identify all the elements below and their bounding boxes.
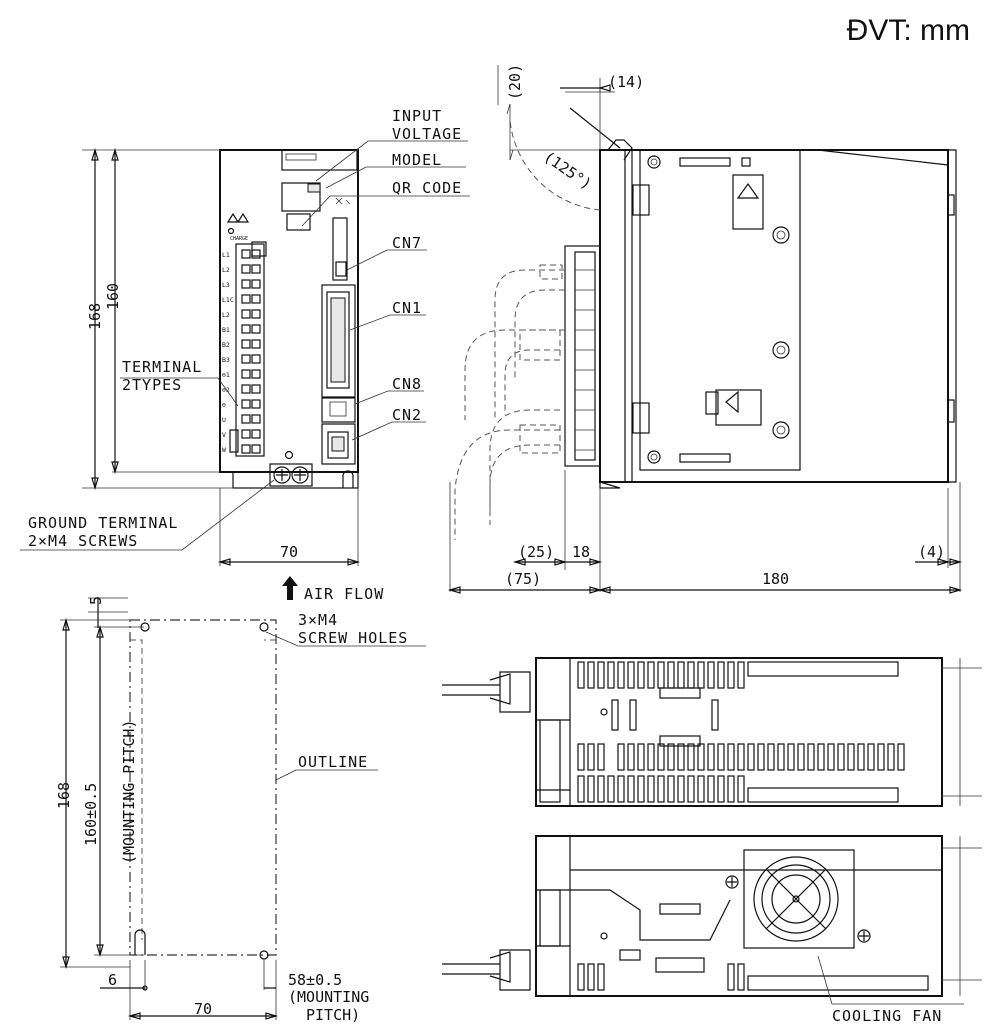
mount-dim-58: 58±0.5 [288, 971, 342, 989]
mount-dim-58-note-line2: PITCH) [306, 1006, 360, 1024]
mounting-outline [129, 619, 277, 956]
side-housing [599, 149, 949, 483]
nameplate [281, 149, 358, 171]
screw-holes [140, 622, 269, 991]
cn2-port [321, 423, 356, 465]
side-dim-25: (25) [518, 543, 554, 561]
mount-dim-6: 6 [108, 971, 117, 989]
mount-dim-58-note-line1: (MOUNTING [288, 988, 369, 1006]
top-view [442, 657, 982, 807]
label-screw-holes-line1: 3×M4 [298, 611, 338, 629]
front-view: L1 L2 L3 L1C L2 B1 B2 B3 ⊖1 ⊖2 ⊖ U V W C… [20, 107, 470, 566]
terminal-label-b1: B1 [222, 326, 230, 334]
terminal-label-b3: B3 [222, 356, 230, 364]
cooling-fan-icon [753, 856, 839, 942]
side-dim-18: 18 [572, 543, 590, 561]
front-leaders [20, 140, 470, 551]
label-cooling-fan: COOLING FAN [832, 1007, 942, 1025]
front-dim-70: 70 [280, 543, 298, 561]
terminal-label-n2: ⊖2 [222, 386, 230, 394]
terminal-label-u: U [222, 416, 226, 424]
air-flow-arrow-icon [282, 576, 298, 600]
side-connector-pins [575, 269, 595, 451]
terminal-label-l2c: L2 [222, 311, 230, 319]
side-dim-14: (14) [608, 73, 644, 91]
front-dimensions [82, 147, 361, 566]
cn1-port [321, 284, 356, 398]
label-qr-code: QR CODE [392, 179, 462, 197]
mount-dim-5: 5 [87, 596, 105, 605]
terminal-label-v: V [222, 431, 226, 439]
mount-dim-70: 70 [194, 1000, 212, 1018]
side-cables [454, 264, 565, 540]
label-outline: OUTLINE [298, 753, 368, 771]
model-plate [281, 182, 321, 212]
side-dim-180: 180 [762, 570, 789, 588]
side-dim-125: (125°) [540, 147, 595, 193]
unit-label: ĐVT: mm [846, 14, 970, 47]
charge-warning-icon: CHARGE [226, 212, 250, 242]
terminal-label-l3: L3 [222, 281, 230, 289]
qr-code-block [286, 213, 311, 231]
bottom-view: COOLING FAN [442, 835, 982, 1025]
mount-dim-160: 160±0.5 [82, 783, 100, 846]
charge-label: CHARGE [230, 236, 248, 242]
label-cn8: CN8 [392, 375, 422, 393]
terminal-label-l1c: L1C [222, 296, 234, 304]
label-model: MODEL [392, 151, 442, 169]
label-input-voltage-line2: VOLTAGE [392, 125, 462, 143]
cn8-port [321, 397, 356, 423]
mounting-view: AIR FLOW 5 3×M4 SCREW HOLES OUTLINE 168 … [55, 576, 426, 1024]
front-dim-168: 168 [86, 303, 104, 330]
terminal-label-n: ⊖ [222, 401, 226, 409]
label-cn2: CN2 [392, 406, 422, 424]
cn7-port [332, 217, 348, 281]
label-screw-holes-line2: SCREW HOLES [298, 629, 408, 647]
label-input-voltage-line1: INPUT [392, 107, 442, 125]
terminal-block [235, 243, 265, 457]
terminal-labels: L1 L2 L3 L1C L2 B1 B2 B3 ⊖1 ⊖2 ⊖ U V W [222, 251, 234, 454]
ground-symbol-icon [284, 450, 294, 460]
label-ground-line1: GROUND TERMINAL [28, 514, 178, 532]
ground-screws [269, 463, 354, 488]
side-dim-4: (4) [918, 543, 945, 561]
label-cn7: CN7 [392, 234, 422, 252]
side-dimensions [447, 65, 963, 594]
label-air-flow: AIR FLOW [304, 585, 384, 603]
qr-code-icon [335, 197, 351, 205]
front-dim-160: 160 [104, 283, 122, 310]
top-vent-slots [577, 661, 905, 803]
side-view: (20) (14) (125°) (25) 18 (75) 180 (4) [447, 64, 963, 594]
bottom-vent-slots [570, 889, 929, 991]
side-dim-75: (75) [505, 570, 541, 588]
label-terminal-line2: 2TYPES [122, 376, 182, 394]
side-dim-20: (20) [506, 64, 524, 100]
terminal-label-b2: B2 [222, 341, 230, 349]
mount-dim-168: 168 [55, 782, 73, 809]
mounting-dimensions [60, 597, 426, 1020]
mount-dim-160-note: (MOUNTING PITCH) [120, 720, 138, 865]
label-cn1: CN1 [392, 299, 422, 317]
terminal-label-n1: ⊖1 [222, 371, 230, 379]
terminal-label-l1: L1 [222, 251, 230, 259]
terminal-label-w: W [222, 446, 226, 454]
label-terminal-line1: TERMINAL [122, 358, 202, 376]
fan-screw-icons [725, 875, 871, 943]
cooling-fan-housing [743, 849, 855, 949]
terminal-label-l2: L2 [222, 266, 230, 274]
label-ground-line2: 2×M4 SCREWS [28, 532, 138, 550]
terminal-screws [241, 249, 261, 454]
